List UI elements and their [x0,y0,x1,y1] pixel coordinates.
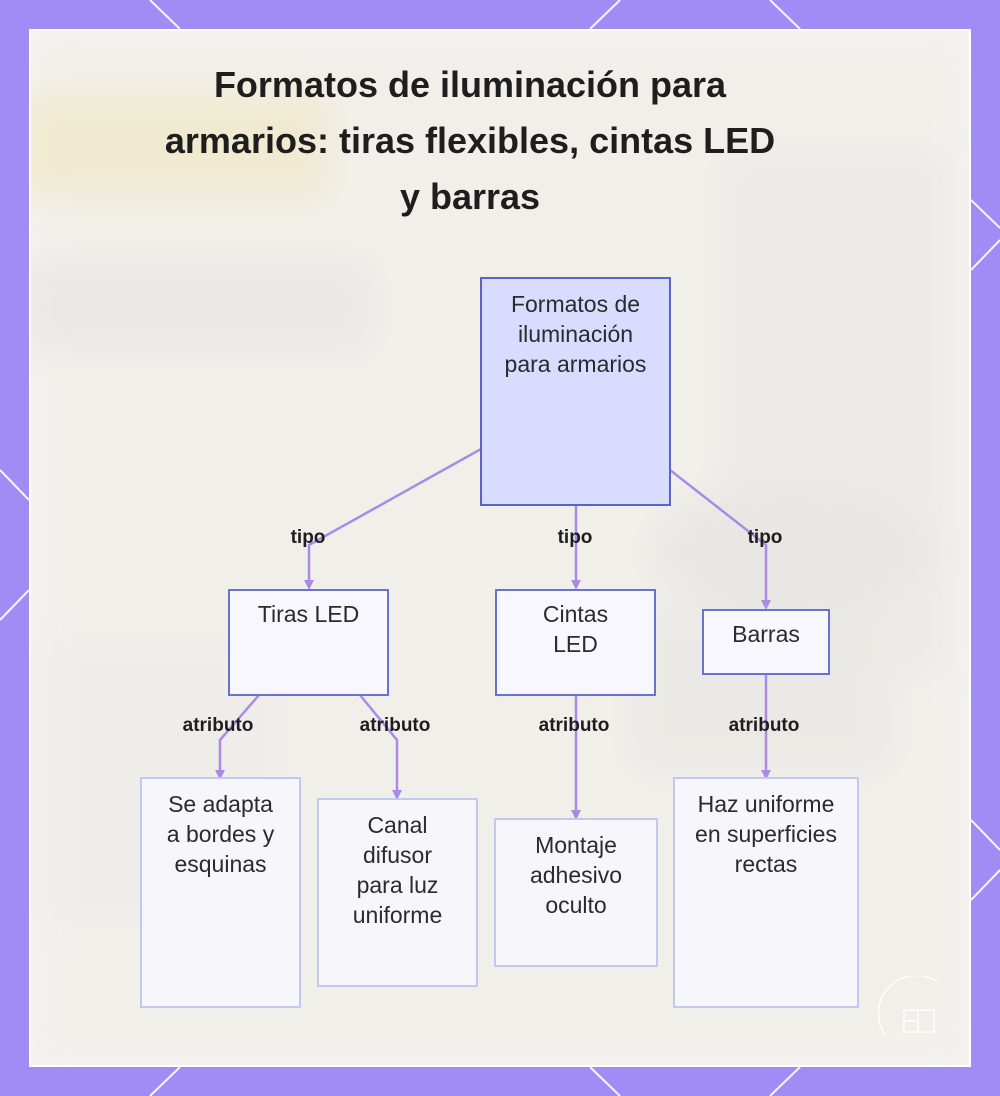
edge-label-atributo: atributo [728,715,800,736]
arrowhead [215,770,225,780]
node-montaje-label: Montaje adhesivo oculto [529,832,623,918]
node-root-label: Formatos de iluminación para armarios [504,291,647,377]
arrowhead [304,580,314,590]
arrowhead [761,600,771,610]
diagram-title: Formatos de iluminación para armarios: t… [164,64,776,217]
arrowhead [571,810,581,820]
edge-label-atributo: atributo [182,715,254,736]
node-haz: Haz uniforme en superficies rectas [673,777,859,1008]
node-tiras-led-label: Tiras LED [257,601,360,627]
node-montaje: Montaje adhesivo oculto [494,818,658,967]
edge-label-tipo: tipo [290,527,326,548]
node-root: Formatos de iluminación para armarios [480,277,671,506]
node-cintas-led: Cintas LED [495,589,656,696]
node-barras-label: Barras [732,621,800,647]
edge-label-tipo: tipo [747,527,783,548]
arrowhead [392,790,402,800]
edge-root-tiras [307,447,482,585]
node-bordes-label: Se adapta a bordes y esquinas [166,791,275,877]
arrowhead [571,580,581,590]
edge-label-atributo: atributo [538,715,610,736]
edge-tiras-bordes [218,694,260,775]
edge-tiras-canal [359,694,399,795]
arrowhead [761,770,771,780]
node-canal-label: Canal difusor para luz uniforme [352,812,443,928]
edge-root-barras [669,469,768,605]
edge-label-atributo: atributo [359,715,431,736]
node-barras: Barras [702,609,830,675]
node-haz-label: Haz uniforme en superficies rectas [695,791,837,877]
node-bordes: Se adapta a bordes y esquinas [140,777,301,1008]
edge-label-tipo: tipo [557,527,593,548]
node-tiras-led: Tiras LED [228,589,389,696]
node-canal: Canal difusor para luz uniforme [317,798,478,987]
node-cintas-led-label: Cintas LED [542,601,609,657]
watermark-logo-icon [878,976,939,1037]
